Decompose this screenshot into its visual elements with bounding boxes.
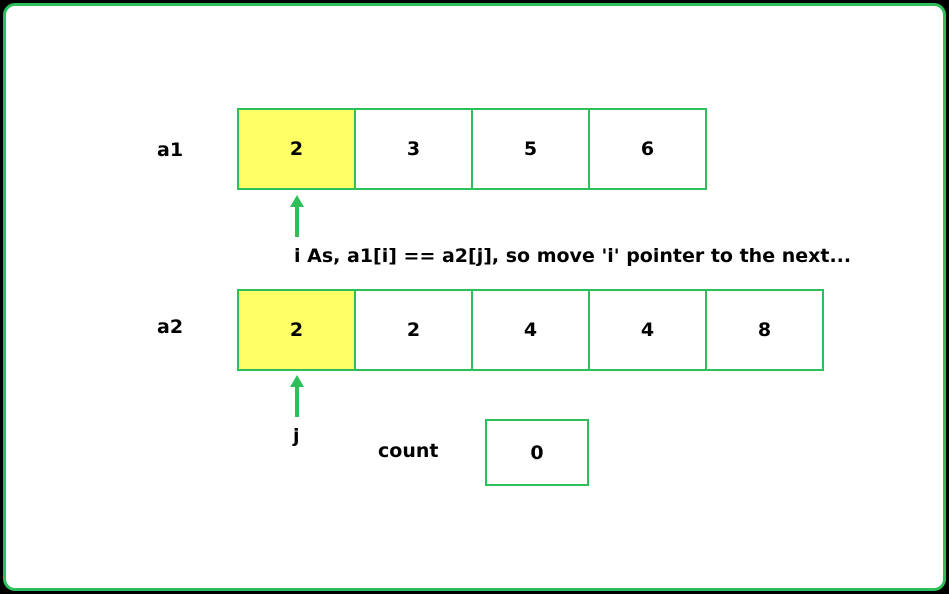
array-a1-cell: 3: [356, 108, 473, 190]
array-a2-label: a2: [157, 316, 184, 338]
array-a2: 2 2 4 4 8: [237, 289, 824, 371]
array-a1-cell: 2: [237, 108, 356, 190]
count-label: count: [378, 440, 439, 462]
array-a1-cell: 6: [590, 108, 707, 190]
count-value: 0: [485, 419, 589, 486]
array-a1-cell: 5: [473, 108, 590, 190]
array-a2-cell: 2: [237, 289, 356, 371]
pointer-j-arrow-icon: [290, 375, 304, 417]
note-text: As, a1[i] == a2[j], so move 'i' pointer …: [307, 245, 852, 267]
array-a2-cell: 8: [707, 289, 824, 371]
array-a2-cell: 4: [590, 289, 707, 371]
pointer-i-label: i: [294, 245, 301, 267]
array-a1: 2 3 5 6: [237, 108, 707, 190]
array-a2-cell: 4: [473, 289, 590, 371]
pointer-i-arrow-icon: [290, 195, 304, 237]
array-a1-label: a1: [157, 139, 184, 161]
pointer-j-label: j: [293, 425, 300, 447]
pointer-note: i As, a1[i] == a2[j], so move 'i' pointe…: [294, 245, 851, 267]
array-a2-cell: 2: [356, 289, 473, 371]
